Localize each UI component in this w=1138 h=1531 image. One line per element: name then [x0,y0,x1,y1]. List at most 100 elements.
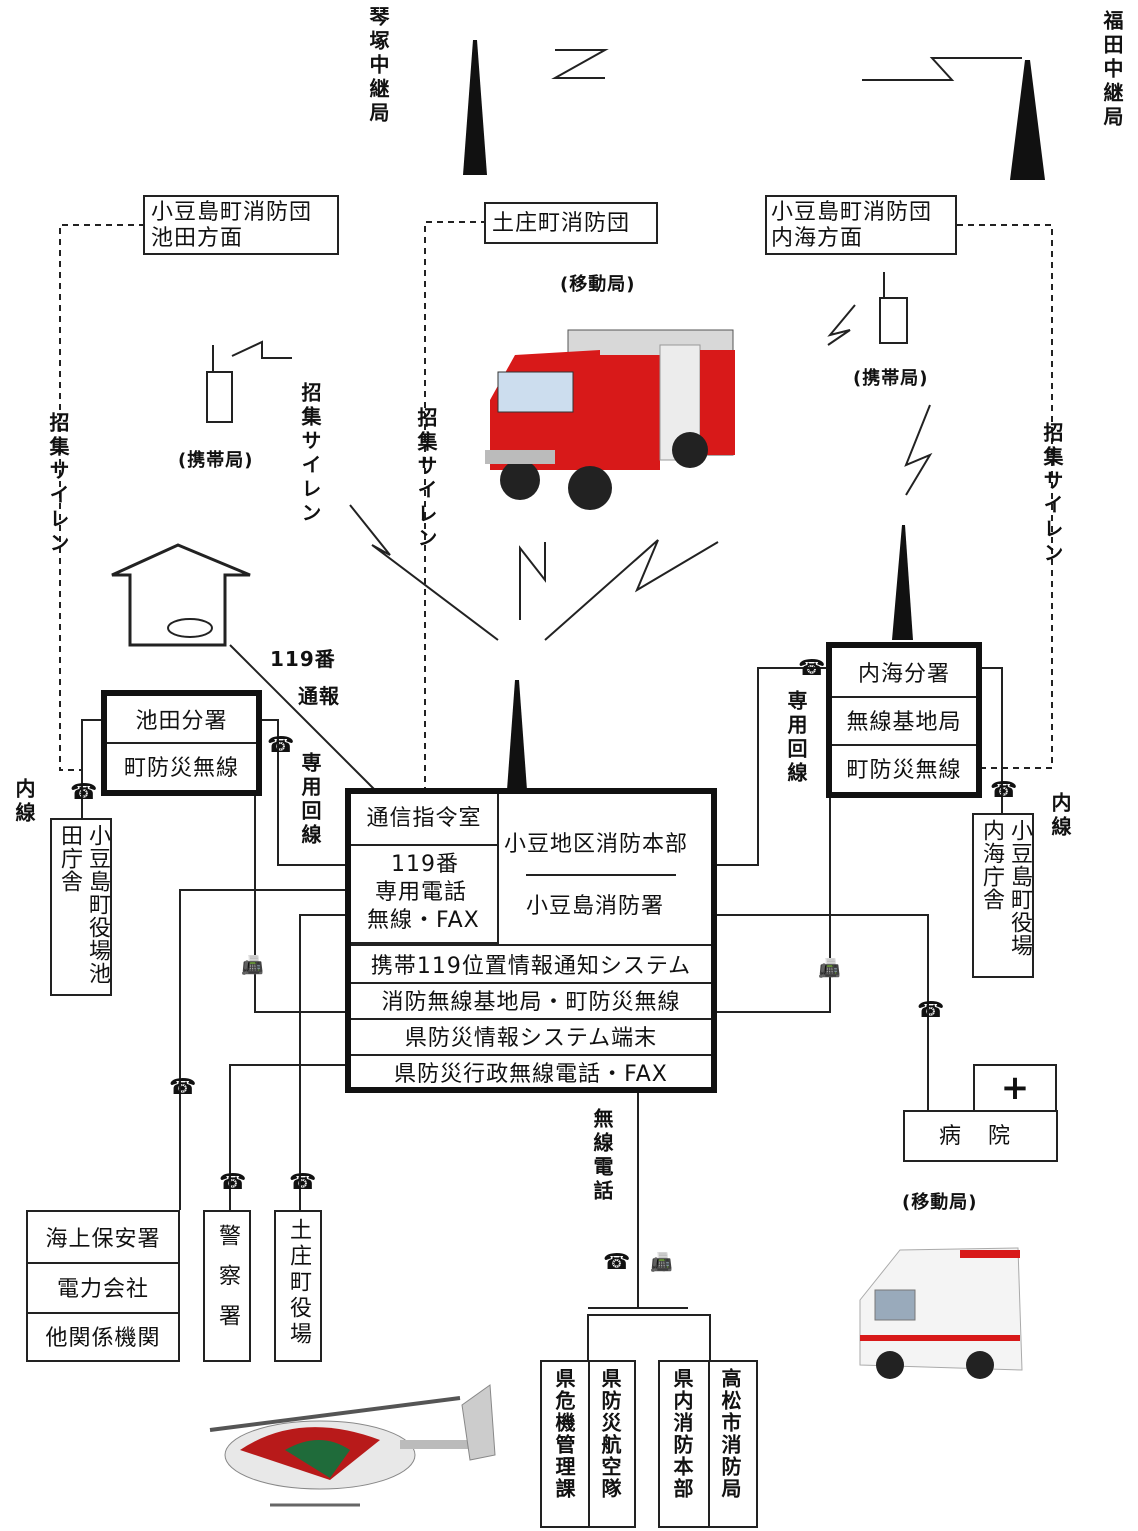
brigade-uchinomi-box: 小豆島町消防団 内海方面 [765,195,957,255]
pref-fire-hq-label: 県内消防本部 [670,1368,694,1500]
towers [463,40,1045,790]
systems-block: 携帯119位置情報通知システム 消防無線基地局・町防災無線 県防災情報システム端… [351,944,711,1087]
uchinomi-extension-line [978,667,1003,815]
hq-divider [526,874,676,876]
phone-icon: ☎ [990,778,1018,803]
phone-icon: ☎ [289,1170,317,1195]
phone-icon: ☎ [267,733,295,758]
ikeda-extension-line [81,719,106,820]
power-company-label: 電力会社 [28,1262,178,1314]
relay-station-kotozuka-label: 琴塚中継局 [366,6,390,126]
relay-station-fukuda-label: 福田中継局 [1100,10,1124,130]
siren-label-left: 招集サイレン [46,412,70,556]
brigade-tonosho-label: 土庄町消防団 [492,211,631,236]
portable-radio-right [879,297,908,344]
tonosho-line [299,914,350,1210]
command-room-label: 通信指令室 [366,806,482,831]
brigade-ikeda-line1: 小豆島町消防団 [151,200,313,225]
brigade-uchinomi-line1: 小豆島町消防団 [771,200,933,225]
console-119-line2: 専用電話 [375,880,468,905]
radio-wave-center-right [544,539,719,641]
radio-wave-center [519,542,546,620]
town-office-ikeda-label: 小豆島町役場池田庁舎 [57,824,110,985]
siren-line-uchinomi [957,224,1053,769]
siren-label-center: 招集サイレン [414,407,438,551]
siren-label-right: 招集サイレン [1040,422,1064,566]
siren-label-center-left: 招集サイレン [298,382,322,526]
hospital-line [712,914,929,1110]
ikeda-branch-box: 池田分署 町防災無線 [101,690,262,796]
fire-engine-image [485,329,735,510]
ikeda-radio-line [254,795,350,1013]
system-row-mobile-119: 携帯119位置情報通知システム [351,946,711,984]
tower-fukuda [1010,60,1045,180]
house-outline [111,543,251,647]
brigade-ikeda-box: 小豆島町消防団 池田方面 [143,195,339,255]
portable-station-right-label: (携帯局) [853,368,929,389]
extension-label-right: 内線 [1048,792,1072,840]
tower-main [507,680,527,790]
pref-aviation-label: 県防災航空隊 [598,1368,622,1500]
phone-icon: ☎ [917,998,945,1023]
pref-divider-left [588,1362,590,1526]
hospital-cross-icon: + [1000,1068,1030,1108]
mobile-station-top-label: (移動局) [560,274,636,295]
prefecture-units-box-left: 県危機管理課 県防災航空隊 [540,1360,636,1528]
hospital-box: 病 院 [903,1110,1058,1162]
ikeda-disaster-radio: 町防災無線 [123,756,239,781]
police-box: 警察署 [203,1210,251,1362]
hospital-cross-box: + [973,1064,1057,1112]
siren-line-tonosho [424,221,487,790]
brigade-ikeda-line2: 池田方面 [151,226,244,251]
ambulance-image [859,1247,1023,1379]
radio-wave-portable-left [231,340,292,359]
uchinomi-branch-box: 内海分署 無線基地局 町防災無線 [826,642,982,798]
pref-takamatsu-label: 高松市消防局 [718,1368,742,1500]
other-orgs-box: 海上保安署 電力会社 他関係機関 [26,1210,180,1362]
coast-guard-label: 海上保安署 [28,1212,178,1264]
fax-icon: 📠 [650,1252,673,1273]
radio-wave-right-mid [904,404,933,496]
siren-line-ikeda [59,224,145,771]
station-name: 小豆島消防署 [526,894,665,919]
phone-icon: ☎ [798,656,826,681]
system-row-fire-radio: 消防無線基地局・町防災無線 [351,982,711,1020]
hq-name: 小豆地区消防本部 [504,832,689,857]
police-line [229,1064,350,1210]
dedicated-line-label-left: 専用回線 [298,752,322,848]
ikeda-branch-name: 池田分署 [107,696,256,744]
tower-uchinomi [892,525,913,640]
console-119-line1: 119番 [391,852,459,877]
command-room-cell: 通信指令室 [351,794,499,846]
report-119-line2: 通報 [298,684,340,708]
tonosho-office-box: 土庄町役場 [274,1210,322,1362]
system-row-pref-info: 県防災情報システム端末 [351,1018,711,1056]
radio-wave-portable-right [827,304,856,346]
uchinomi-base-station: 無線基地局 [832,696,976,746]
brigade-uchinomi-line2: 内海方面 [771,226,864,251]
portable-station-left-label: (携帯局) [178,450,254,471]
other-agencies-label: 他関係機関 [45,1326,161,1351]
system-row-pref-admin-radio: 県防災行政無線電話・FAX [394,1061,668,1087]
other-orgs-line [179,889,350,1210]
tonosho-office-label: 土庄町役場 [286,1218,311,1348]
tower-kotozuka [463,40,487,175]
ikeda-dedicated-line [260,719,350,866]
mobile-station-bottom-label: (移動局) [902,1192,978,1213]
uchinomi-dedicated-line [712,667,830,866]
report-119-line1: 119番 [270,647,336,671]
hospital-label: 病 院 [939,1124,1020,1149]
radio-phone-label: 無線電話 [590,1108,614,1204]
pref-divider-right [708,1362,710,1526]
radio-wave-top [551,49,609,79]
console-119-cell: 119番 専用電話 無線・FAX [351,846,499,944]
brigade-tonosho-box: 土庄町消防団 [484,202,658,244]
headquarters-box: 通信指令室 119番 専用電話 無線・FAX 小豆地区消防本部 小豆島消防署 携… [345,788,717,1093]
uchinomi-radio-line [712,795,831,1013]
radio-wave-right-top [862,57,1022,81]
police-label: 警察署 [215,1224,240,1344]
prefecture-units-box-right: 県内消防本部 高松市消防局 [658,1360,758,1528]
town-office-uchinomi-label: 小豆島町役場内海庁舎 [979,819,1032,957]
helicopter-image [209,1384,496,1507]
